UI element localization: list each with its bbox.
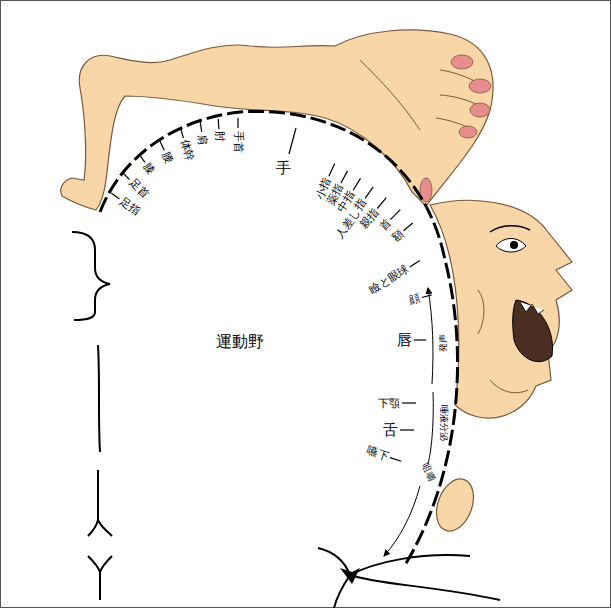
- finger-nail: [470, 103, 490, 117]
- leader-tick: [402, 402, 416, 403]
- part-label: 首: [377, 217, 393, 233]
- part-label: 肘: [214, 131, 226, 143]
- function-arrow: [428, 392, 433, 464]
- part-label: 肩: [197, 133, 209, 145]
- function-arrow: [384, 486, 420, 556]
- part-label: 足首: [127, 177, 150, 200]
- leader-tick: [410, 261, 420, 267]
- leader-tick: [390, 458, 401, 462]
- pupil: [510, 241, 518, 249]
- leader-tick: [123, 173, 130, 180]
- mouth: [513, 300, 553, 362]
- leader-tick: [200, 122, 201, 132]
- part-label: 唾液分泌: [439, 404, 448, 440]
- part-label: 額: [390, 228, 405, 243]
- body-figure: [61, 30, 493, 210]
- part-label: 舌: [383, 423, 398, 438]
- function-arrow: [428, 288, 433, 384]
- leader-tick: [329, 164, 335, 177]
- hand-detail: [360, 60, 480, 130]
- leader-tick: [237, 118, 238, 128]
- leader-tick: [218, 119, 220, 129]
- leader-tick: [181, 129, 184, 139]
- eye: [496, 239, 526, 253]
- part-label: 発声: [439, 333, 448, 351]
- brain-outline: [318, 548, 500, 608]
- leader-tick: [139, 154, 145, 162]
- teeth: [520, 302, 544, 314]
- part-label: 瞼と眼球: [368, 263, 411, 296]
- part-label: 顔: [408, 293, 421, 306]
- part-label: 手: [276, 161, 291, 176]
- bracket: [72, 232, 110, 320]
- leader-tick: [390, 210, 400, 220]
- bracket: [88, 556, 112, 600]
- finger-nail: [451, 55, 473, 69]
- part-label: 足指: [118, 195, 142, 217]
- leader-tick: [377, 198, 386, 209]
- cortex-arc: [100, 111, 458, 565]
- leader-tick: [422, 295, 432, 298]
- leader-tick: [289, 128, 296, 154]
- part-label: 運動野: [216, 334, 264, 350]
- leader-tick: [160, 141, 164, 150]
- part-label: 唇: [397, 333, 412, 348]
- leader-tick: [341, 171, 348, 183]
- leader-tick: [111, 193, 119, 199]
- part-label: 腰: [160, 150, 175, 165]
- face-detail: [478, 290, 528, 393]
- part-label: 咀嚼: [420, 462, 436, 482]
- part-label: 体幹: [179, 139, 196, 163]
- part-label: 下顎: [378, 398, 400, 409]
- bracket: [88, 470, 112, 536]
- brow: [490, 226, 530, 232]
- leader-tick: [353, 178, 360, 190]
- part-label: 嚥下: [365, 445, 389, 462]
- part-label: 手首: [233, 130, 244, 152]
- brain-outline: [340, 568, 360, 584]
- finger-nail: [469, 79, 491, 93]
- leader-tick: [365, 187, 373, 199]
- finger-nail: [459, 126, 477, 138]
- leader-tick: [400, 429, 414, 430]
- leader-tick: [404, 223, 413, 231]
- tongue: [430, 474, 480, 536]
- leader-tick: [414, 339, 426, 340]
- part-label: 膝: [142, 161, 157, 176]
- bracket: [98, 345, 100, 452]
- face-figure: [430, 200, 572, 418]
